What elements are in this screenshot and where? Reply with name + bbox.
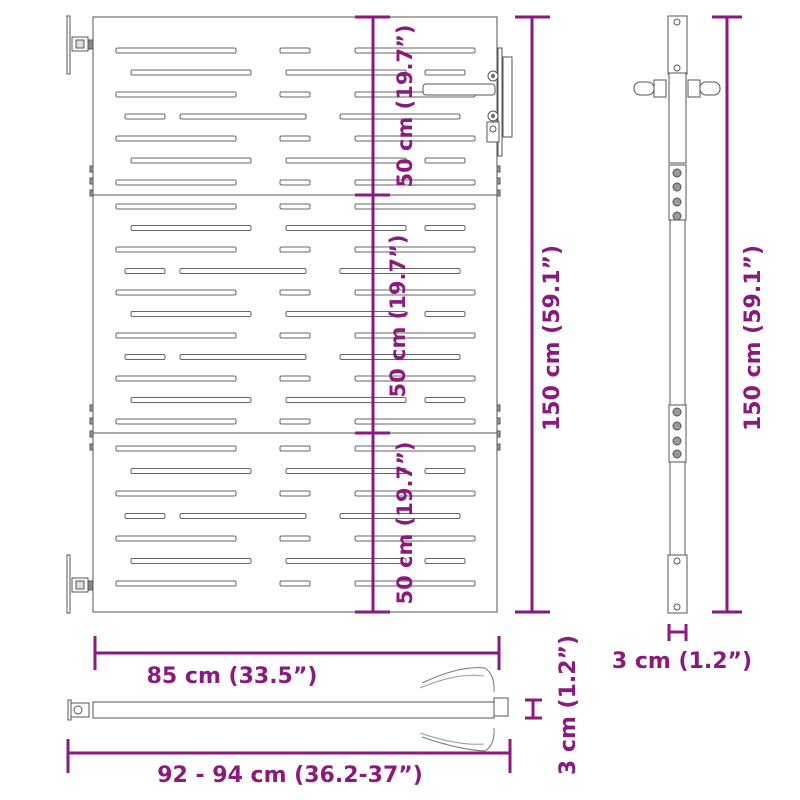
door-handle [422,47,513,157]
panel-height-label-top: 50 cm (19.7”) [393,25,417,188]
hinge-icon [66,15,94,75]
gate-top-view: 92 - 94 cm (36.2-37”) 3 cm (1.2”) [66,635,581,788]
top-depth-marker [525,698,542,720]
total-height-marker [515,15,550,614]
connector-plates [89,165,501,451]
panel-height-label-middle: 50 cm (19.7”) [386,235,410,398]
side-height-label: 150 cm (59.1”) [741,245,766,431]
overall-width-label: 92 - 94 cm (36.2-37”) [157,763,423,788]
width-marker [93,636,501,670]
hinge-icon [66,554,94,614]
total-height-label: 150 cm (59.1”) [540,245,565,431]
panel-height-markers [355,15,390,614]
gate-side-view: 150 cm (59.1”) 3 cm (1.2”) [612,15,766,674]
panel-height-label-bottom: 50 cm (19.7”) [393,442,417,605]
decorative-slots [115,47,476,587]
gate-front-view: 50 cm (19.7”) 50 cm (19.7”) 50 cm (19.7”… [66,15,565,689]
side-handle-icon [633,79,721,98]
width-label: 85 cm (33.5”) [147,664,318,689]
side-depth-marker [667,624,688,641]
top-depth-label: 3 cm (1.2”) [556,635,581,775]
overall-width-marker [66,739,512,773]
side-height-marker [712,15,742,614]
side-depth-label: 3 cm (1.2”) [612,649,752,674]
